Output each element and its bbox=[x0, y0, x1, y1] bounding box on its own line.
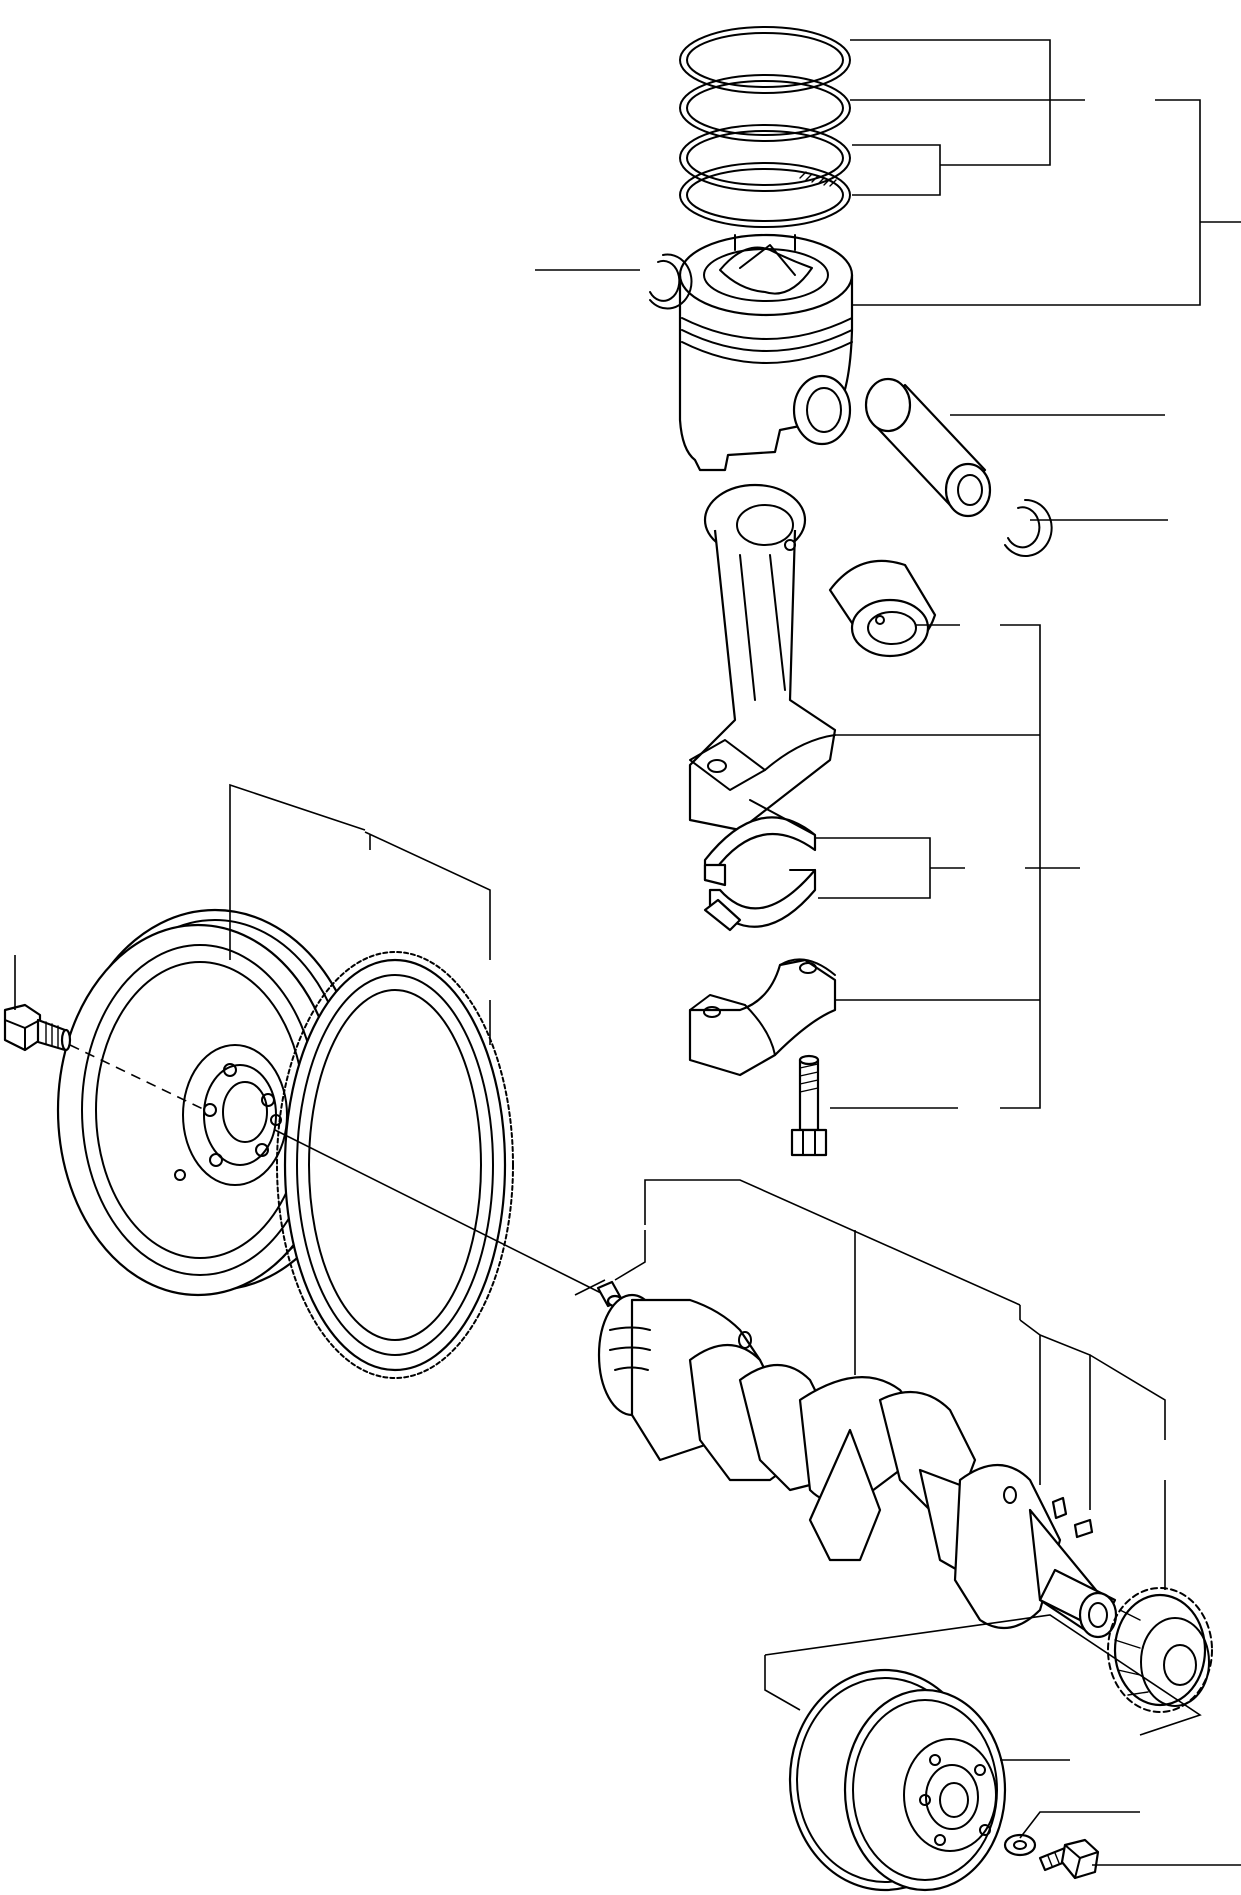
bearing-leaders bbox=[815, 837, 965, 899]
crankshaft-key-2 bbox=[1073, 1518, 1094, 1539]
dowel-pin bbox=[596, 1230, 646, 1308]
crankshaft-key-1 bbox=[1051, 1496, 1068, 1520]
pulley-bolt bbox=[1038, 1838, 1241, 1880]
flywheel-bolt bbox=[3, 955, 206, 1111]
connecting-rod bbox=[688, 483, 837, 832]
piston-pin-circlip-right bbox=[1004, 498, 1168, 557]
crankshaft-leaders bbox=[644, 1179, 1166, 1590]
connecting-rod-bushing bbox=[828, 559, 937, 658]
piston-ring-set bbox=[679, 26, 851, 228]
connecting-rod-cap bbox=[688, 958, 837, 1077]
piston-pin-circlip-left bbox=[535, 253, 693, 310]
conrod-assembly-leaders bbox=[830, 624, 1080, 1109]
piston-pin bbox=[864, 377, 1165, 518]
crankshaft-pulley bbox=[788, 1668, 1070, 1892]
pulley-group-bracket bbox=[764, 1614, 1202, 1736]
piston bbox=[678, 233, 854, 472]
crankshaft bbox=[597, 1293, 1118, 1639]
ring-set-leaders bbox=[845, 39, 1241, 306]
axis-line bbox=[274, 1129, 606, 1296]
connecting-rod-bearing-lower bbox=[703, 868, 817, 932]
connecting-rod-bearing-upper bbox=[703, 799, 817, 887]
pulley-washer bbox=[1003, 1811, 1140, 1857]
ring-gear bbox=[276, 951, 514, 1379]
misc-leaders bbox=[574, 1279, 606, 1296]
connecting-rod-bolt bbox=[790, 1054, 828, 1157]
crankshaft-gear bbox=[1107, 1587, 1213, 1713]
